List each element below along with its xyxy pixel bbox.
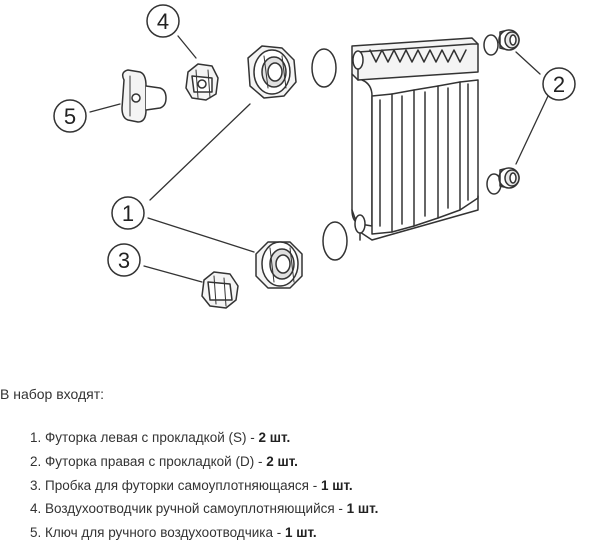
bushing-large-bottom <box>255 241 303 289</box>
kit-item-2: 2. Футорка правая с прокладкой (D) - 2 ш… <box>30 450 378 474</box>
gasket-ring-top-left <box>311 48 337 88</box>
kit-item-number: 1. <box>30 430 42 445</box>
callout-label-4: 4 <box>157 9 169 34</box>
radiator-illustration <box>351 37 479 241</box>
callout-circle-5 <box>53 99 87 133</box>
kit-item-5: 5. Ключ для ручного воздухоотводчика - 1… <box>30 521 378 545</box>
callout-circle-1 <box>111 196 145 230</box>
callout-circle-3 <box>107 243 141 277</box>
callout-label-5: 5 <box>64 104 76 129</box>
kit-item-1: 1. Футорка левая с прокладкой (S) - 2 шт… <box>30 426 378 450</box>
kit-item-text: Пробка для футорки самоуплотняющаяся - <box>45 477 321 493</box>
gasket-ring-top-right <box>483 34 499 56</box>
air-vent-illustration <box>185 63 219 101</box>
kit-item-qty: 2 шт. <box>266 453 298 469</box>
kit-item-qty: 1 шт. <box>284 525 317 541</box>
callout-label-2: 2 <box>553 72 565 97</box>
callout-label-1: 1 <box>122 201 134 226</box>
kit-item-qty: 1 шт. <box>346 501 379 517</box>
kit-item-number: 5. <box>30 525 42 541</box>
kit-item-number: 2. <box>30 453 42 469</box>
plug-illustration <box>201 271 239 309</box>
radiator-kit-diagram: 4 5 1 3 2 <box>53 4 576 309</box>
kit-item-qty: 2 шт. <box>258 430 291 445</box>
bushing-right-bottom <box>498 167 520 189</box>
callout-label-3: 3 <box>118 248 130 273</box>
callout-circle-4 <box>146 4 180 38</box>
kit-item-text: Ключ для ручного воздухоотводчика - <box>45 525 285 541</box>
kit-item-qty: 1 шт. <box>320 477 353 493</box>
kit-item-4: 4. Воздухоотводчик ручной самоуплотняющи… <box>30 497 378 521</box>
kit-item-number: 3. <box>30 477 42 493</box>
kit-item-3: 3. Пробка для футорки самоуплотняющаяся … <box>30 474 378 498</box>
bushing-large-top <box>247 45 297 99</box>
kit-list: 1. Футорка левая с прокладкой (S) - 2 шт… <box>30 426 378 545</box>
kit-heading: В набор входят: <box>0 386 105 402</box>
kit-item-text: Футорка правая с прокладкой (D) - <box>45 453 267 469</box>
callout-circle-2 <box>542 67 576 101</box>
vent-key-illustration <box>121 69 167 123</box>
kit-item-text: Воздухоотводчик ручной самоуплотняющийся… <box>45 501 347 517</box>
kit-item-text: Футорка левая с прокладкой (S) - <box>45 430 259 445</box>
kit-item-number: 4. <box>30 501 42 517</box>
gasket-ring-bottom-left <box>322 221 348 261</box>
bushing-right-top <box>498 29 520 51</box>
leader-lines <box>89 35 549 283</box>
